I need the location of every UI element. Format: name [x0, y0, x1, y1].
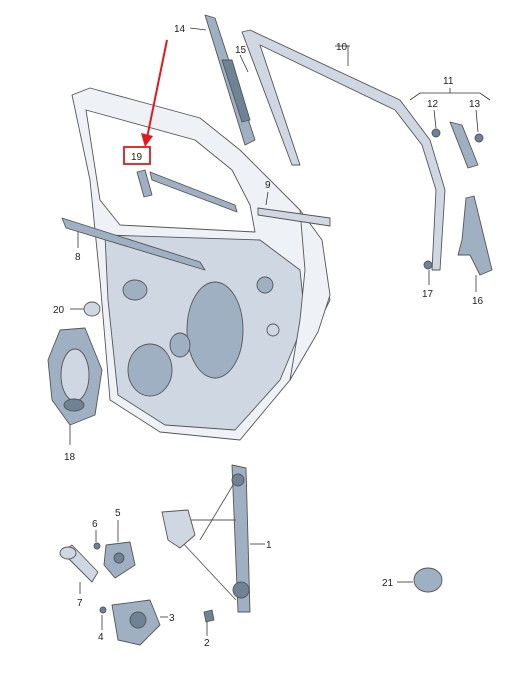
callout-13: 13 [469, 99, 481, 110]
part-17-screw [423, 260, 433, 270]
callout-10: 10 [336, 42, 348, 53]
part-6-screw [93, 542, 101, 550]
callout-8: 8 [75, 252, 81, 263]
belt-strip [149, 171, 238, 213]
part-21-cap [413, 567, 443, 593]
part-5-winder [103, 541, 136, 579]
part-20-plug [83, 301, 101, 317]
part-3-motor [111, 599, 161, 646]
part-16-mount [457, 195, 493, 276]
callout-14: 14 [174, 24, 186, 35]
callout-7: 7 [77, 598, 83, 609]
callout-4: 4 [98, 632, 104, 643]
highlight-box [123, 146, 151, 165]
part-14-channel [204, 14, 256, 146]
part-11-bracket [431, 121, 484, 169]
part-18-cover [47, 327, 103, 426]
callout-15: 15 [235, 45, 247, 56]
callout-1: 1 [266, 540, 272, 551]
highlight-arrowhead [141, 133, 153, 147]
callout-11: 11 [443, 76, 454, 87]
callout-9: 9 [265, 180, 271, 191]
part-4-screw [99, 606, 107, 614]
callout-21: 21 [382, 578, 394, 589]
callout-18: 18 [64, 452, 76, 463]
leader-lines [69, 27, 491, 636]
highlight-marker [123, 39, 168, 165]
part-7-handle [59, 544, 99, 583]
callout-6: 6 [92, 519, 98, 530]
callout-3: 3 [169, 613, 175, 624]
part-10-channel [241, 29, 446, 271]
callout-12: 12 [427, 99, 439, 110]
callout-5: 5 [115, 508, 121, 519]
part-19-trim [136, 169, 153, 198]
part-1-regulator [161, 464, 251, 613]
part-9-strip [257, 207, 331, 227]
callout-16: 16 [472, 296, 484, 307]
highlight-arrow [146, 39, 168, 139]
callout-20: 20 [53, 305, 65, 316]
callout-2: 2 [204, 638, 210, 649]
callout-19: 19 [131, 152, 143, 163]
part-8-strip [61, 217, 206, 271]
callout-labels: 1 2 3 4 5 6 7 8 9 10 11 12 13 14 15 16 1… [53, 24, 484, 649]
part-2-nut [203, 609, 215, 623]
callout-17: 17 [422, 289, 434, 300]
